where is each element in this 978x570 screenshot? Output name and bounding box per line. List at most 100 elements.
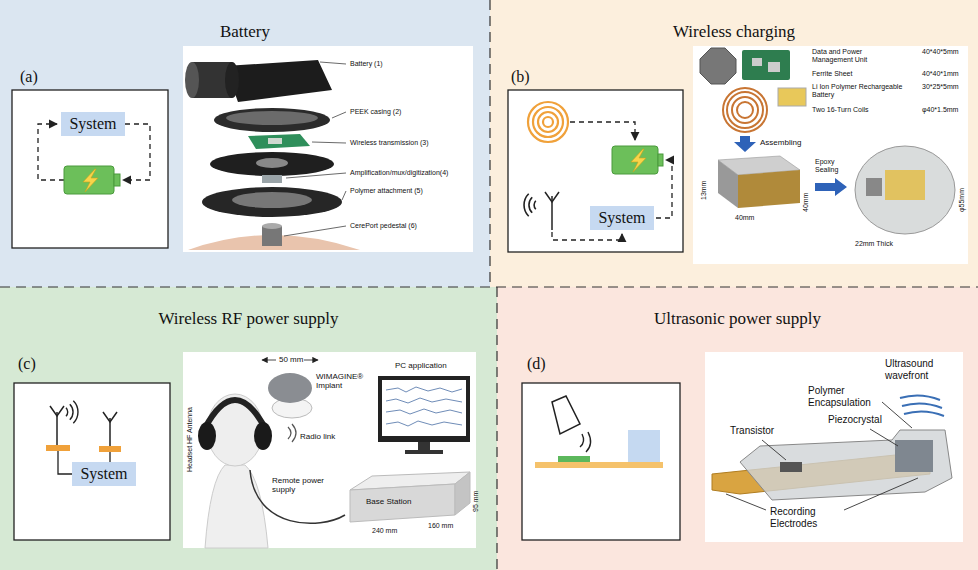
battery-cylinder-end [185,62,199,98]
system-label: System [598,209,645,227]
wave-symbol [529,197,532,213]
monitor-screen [382,380,466,436]
leader-line [320,62,346,64]
monitor-stand [418,442,430,450]
headset-cup [254,422,272,450]
wavefront-arc [904,411,944,416]
dimension-label: 40*40*1mm [922,70,959,78]
board-chip [268,138,282,144]
panel-ground [490,0,978,287]
monitor [378,376,470,442]
leader-line [726,494,766,510]
copper-coil [727,92,763,128]
dashed-arrow [123,124,150,180]
battery-icon [64,166,114,194]
system-label: System [80,465,127,483]
divider-line [496,287,497,570]
sealed-dome [855,146,955,234]
panel-letter: (d) [527,355,546,373]
part-label: Amplification/mux/digitization(4) [350,169,448,177]
wave-symbol [586,432,591,452]
attachment-hole [232,192,312,208]
dimension-label: 40*40*5mm [922,48,959,56]
panel-letter: (b) [511,68,530,86]
panel-ground [497,287,978,570]
system-box: System [61,112,125,136]
transducer-symbol [552,396,580,434]
coil-bar [46,445,70,451]
implant-body [268,373,312,403]
copper-coil [732,97,758,123]
substrate-bar [535,462,663,468]
leader-line [284,226,346,236]
part-label: Remote power supply [272,476,326,494]
signal-trace [386,409,462,414]
schematic-frame [14,383,170,540]
monitor-stand [405,450,443,454]
part-label: Piezocrystal [828,414,882,426]
part-label: CerePort pedestal (6) [350,222,417,230]
part-label: Wireless transmission (3) [350,139,429,147]
dimension-label: 40mm [802,193,810,212]
schematic-frame [508,90,683,252]
dimension-arrow [262,360,276,361]
process-arrow [815,178,847,196]
panel: Wireless RF power supplySystem [0,287,497,570]
part-label: Polymer attachment (5) [350,187,423,195]
dimension-label: 160 mm [428,522,453,530]
step-label: Epoxy Sealing [815,158,853,174]
dimension-label: φ55mm [958,188,966,212]
part-label: WIMAGINE® Implant [316,372,372,390]
part-label: Data and Power Management Unit [812,48,892,64]
dimension-label: φ40*1.5mm [922,106,958,114]
panel-ground [0,0,490,287]
part-label: Radio link [300,432,335,441]
antenna-symbol [50,406,64,416]
system-label: System [69,115,116,133]
process-arrow [734,136,756,152]
wavefront-arc [902,403,942,408]
dimension-label: 240 mm [372,527,397,535]
electronics-chip [262,175,282,183]
panel-letter: (c) [18,355,36,373]
dashed-arrow [552,232,622,240]
leader-line [882,402,912,428]
leader-line [286,173,346,178]
wave-symbol [73,401,78,424]
system-box: System [72,462,136,486]
leader-line [312,142,346,143]
schematic-frame [12,90,168,248]
part-label: PEEK casing (2) [350,108,401,116]
antenna-symbol [545,192,559,202]
part-label: Polymer Encapsulation [808,385,880,408]
wave-symbol [580,434,584,447]
transistor [780,462,802,472]
management-unit [700,48,736,84]
panel-letter: (a) [20,68,38,86]
coil-symbol [543,117,553,127]
part-label: Recording Electrodes [770,506,840,529]
schematic-frame [522,383,680,540]
step-label: Assembling [760,138,801,147]
battery-terminal [658,154,663,166]
base-station [455,472,470,515]
part-label: PC application [395,361,447,370]
dimension-label: 22mm Thick [855,240,893,248]
dimension-label: 95 mm [472,491,480,512]
photo-ground [183,46,473,252]
battery-cylinder-end [225,62,239,98]
battery-terminal [114,174,120,186]
lightning-symbol [631,149,646,172]
coil-symbol [533,107,563,137]
coil-symbol [528,102,568,142]
wavefront-arc [900,395,940,400]
dimension-label: 50 mm [279,355,303,364]
wave-symbol [524,194,529,217]
battery-icon [612,146,658,174]
assembled-block [738,170,800,208]
battery-pouch [778,88,806,106]
lightning-symbol [83,169,98,192]
part-label: Transistor [730,425,774,437]
dashed-arrow [570,122,635,140]
